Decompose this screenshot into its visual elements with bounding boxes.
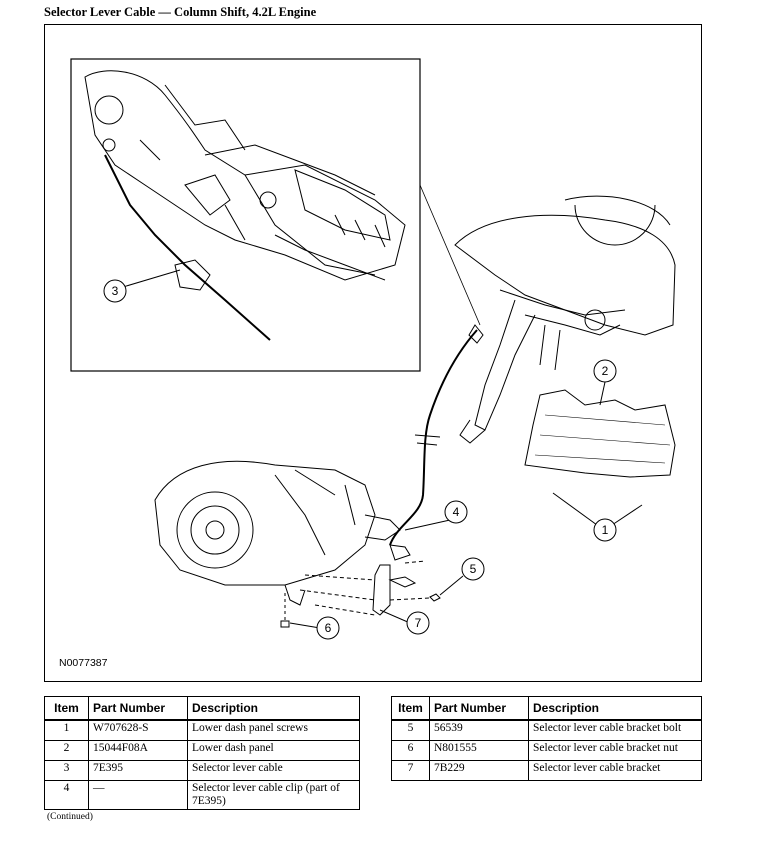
header-item: Item xyxy=(44,696,89,721)
cell-description: Selector lever cable bracket bolt xyxy=(528,719,702,741)
cell-item: 6 xyxy=(391,740,430,761)
table-row: 7 7B229 Selector lever cable bracket xyxy=(391,760,702,781)
selector-lever-cable xyxy=(389,324,484,546)
header-part-number: Part Number xyxy=(88,696,188,721)
callout-4-leader xyxy=(404,519,451,531)
table-row: 1 W707628-S Lower dash panel screws xyxy=(44,719,360,741)
cell-part-number: 15044F08A xyxy=(88,740,188,761)
callout-4-label: 4 xyxy=(453,505,460,519)
cell-item: 5 xyxy=(391,719,430,741)
cell-part-number: N801555 xyxy=(429,740,529,761)
cell-description: Selector lever cable xyxy=(187,760,360,781)
header-part-number: Part Number xyxy=(429,696,529,721)
transmission xyxy=(154,460,401,606)
cell-description: Selector lever cable clip (part of 7E395… xyxy=(187,780,360,810)
callout-6-leader xyxy=(289,622,321,629)
callout-6-circle xyxy=(316,616,340,640)
callout-6-label: 6 xyxy=(325,621,332,635)
parts-table-right: Item Part Number Description 5 56539 Sel… xyxy=(391,696,702,781)
callout-2-leader xyxy=(599,381,606,406)
cell-item: 1 xyxy=(44,719,89,741)
cell-item: 3 xyxy=(44,760,89,781)
cell-part-number: 7E395 xyxy=(88,760,188,781)
callout-5-label: 5 xyxy=(470,562,477,576)
callout-1-label: 1 xyxy=(602,523,609,537)
cell-part-number: W707628-S xyxy=(88,719,188,741)
cell-description: Lower dash panel xyxy=(187,740,360,761)
header-description: Description xyxy=(187,696,360,721)
table-row: 3 7E395 Selector lever cable xyxy=(44,760,360,781)
cell-description: Lower dash panel screws xyxy=(187,719,360,741)
exploded-view-drawing: 3 2 1 xyxy=(70,58,676,640)
table-header-row: Item Part Number Description xyxy=(391,696,702,721)
callout-1-circle xyxy=(593,518,617,542)
cell-part-number: — xyxy=(88,780,188,810)
cell-part-number: 7B229 xyxy=(429,760,529,781)
selector-cable-bracket xyxy=(280,544,441,628)
callout-7-label: 7 xyxy=(415,616,422,630)
table-header-row: Item Part Number Description xyxy=(44,696,360,721)
table-row: 6 N801555 Selector lever cable bracket n… xyxy=(391,740,702,761)
inset-detail-frame xyxy=(70,58,421,372)
inset-leader xyxy=(419,184,481,326)
lower-dash-panel xyxy=(524,389,676,478)
callout-7-leader xyxy=(379,609,411,624)
callout-4-circle xyxy=(444,500,468,524)
cell-item: 2 xyxy=(44,740,89,761)
cell-description: Selector lever cable bracket xyxy=(528,760,702,781)
callout-1-leader-a xyxy=(552,492,598,526)
callout-5-leader xyxy=(439,575,464,596)
callout-7-circle xyxy=(406,611,430,635)
cell-item: 4 xyxy=(44,780,89,810)
cell-description: Selector lever cable bracket nut xyxy=(528,740,702,761)
exploded-view-figure: 3 2 1 xyxy=(44,24,702,682)
cell-item: 7 xyxy=(391,760,430,781)
steering-column xyxy=(454,195,676,444)
header-item: Item xyxy=(391,696,430,721)
table-row: 4 — Selector lever cable clip (part of 7… xyxy=(44,780,360,810)
parts-table-left: Item Part Number Description 1 W707628-S… xyxy=(44,696,360,810)
callout-3-label: 3 xyxy=(112,284,119,298)
table-row: 5 56539 Selector lever cable bracket bol… xyxy=(391,719,702,741)
callout-3-leader xyxy=(122,269,181,288)
table-row: 2 15044F08A Lower dash panel xyxy=(44,740,360,761)
callout-2-label: 2 xyxy=(602,364,609,378)
inset-column-detail xyxy=(84,70,406,341)
callout-3-circle xyxy=(103,279,127,303)
figure-id: N0077387 xyxy=(59,657,108,669)
cell-part-number: 56539 xyxy=(429,719,529,741)
continued-note: (Continued) xyxy=(47,812,93,822)
callout-5-circle xyxy=(461,557,485,581)
page-title: Selector Lever Cable — Column Shift, 4.2… xyxy=(44,5,317,19)
header-description: Description xyxy=(528,696,702,721)
callout-1-leader-b xyxy=(611,504,643,526)
